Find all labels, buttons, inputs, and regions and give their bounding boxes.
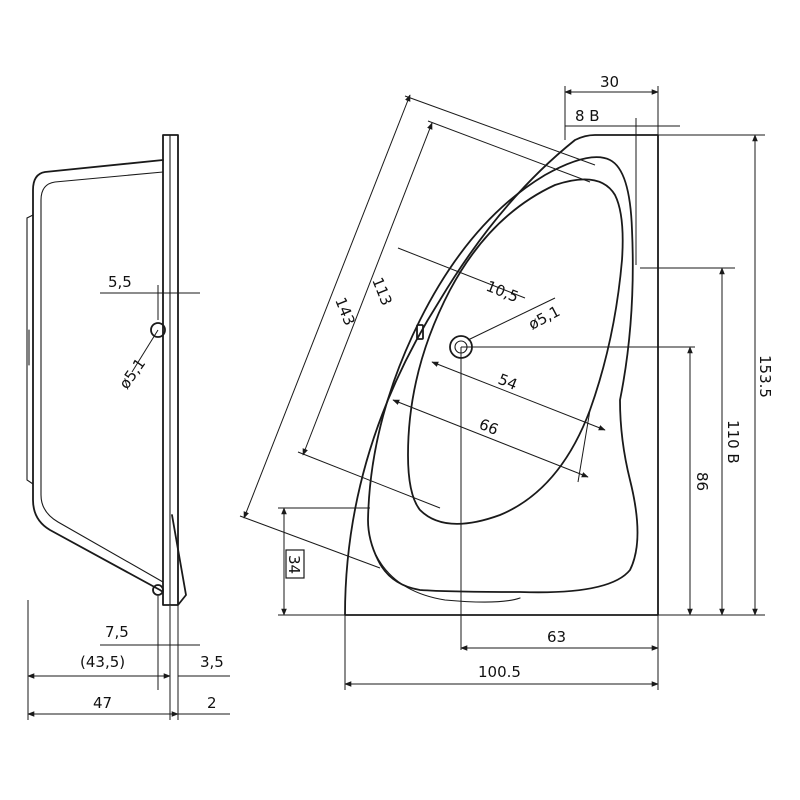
top-outer-width-dim	[392, 399, 589, 478]
side-drain-leader	[131, 329, 159, 373]
top-total-width-label: 100.5	[478, 663, 521, 681]
top-outer-width-label: 66	[477, 415, 501, 439]
top-diag-inner-dim	[302, 122, 433, 456]
top-outer-contour	[344, 134, 659, 616]
top-outer-basin	[367, 156, 639, 594]
top-drain-leader	[467, 297, 556, 341]
top-view: 30 8 B 153.5 110 B 86 63 100.5 34 143	[239, 73, 774, 690]
side-tub-inner-wall	[40, 171, 164, 583]
side-foot-circle	[152, 584, 164, 596]
top-height-b-label: 110 B	[724, 420, 742, 464]
top-seat-height-box	[285, 549, 305, 579]
top-corner-width-label: 30	[600, 73, 619, 91]
top-diag-outer-ext-bottom	[239, 515, 381, 569]
top-seat-height-label: 34	[285, 555, 303, 574]
side-tub-body	[32, 159, 164, 593]
side-view: 5,5 ø5,1 7,5 (43,5) 3,5 47 2	[26, 134, 230, 720]
side-drain-hole	[150, 322, 166, 338]
top-diag-inner-ext-bottom	[297, 451, 441, 509]
side-skirt-label: 2	[207, 694, 217, 712]
side-drain-dia-label: ø5,1	[116, 355, 150, 392]
top-seat-rim	[375, 554, 521, 603]
top-diag-outer-dim	[243, 94, 411, 519]
top-inner-width-label: 54	[496, 370, 520, 394]
top-drain-dia-label: ø5,1	[525, 302, 563, 333]
side-rim-label: 3,5	[200, 653, 224, 671]
side-tub-foot	[171, 514, 187, 606]
top-inner-basin-width-dim	[397, 247, 526, 299]
top-diag-outer-ext-top	[404, 95, 596, 166]
top-total-height-label: 153.5	[756, 355, 774, 398]
side-flange-width-label: 5,5	[108, 273, 132, 291]
top-outer-width-ext	[577, 409, 591, 483]
side-lip-label: 7,5	[105, 623, 129, 641]
side-skirt-left	[26, 214, 34, 485]
top-corner-b-label: 8 B	[575, 107, 600, 125]
top-drain-offset-y-label: 86	[693, 472, 711, 491]
top-inner-width-dim	[431, 361, 606, 431]
top-inner-basin	[407, 178, 624, 525]
side-total-height-label: 47	[93, 694, 112, 712]
top-drain-offset-x-label: 63	[547, 628, 566, 646]
side-depth-inner-label: (43,5)	[80, 653, 125, 671]
top-diag-inner-label: 113	[368, 275, 395, 308]
top-inner-basin-width-label: 10,5	[484, 277, 522, 306]
top-diag-inner-ext-top	[427, 120, 591, 183]
